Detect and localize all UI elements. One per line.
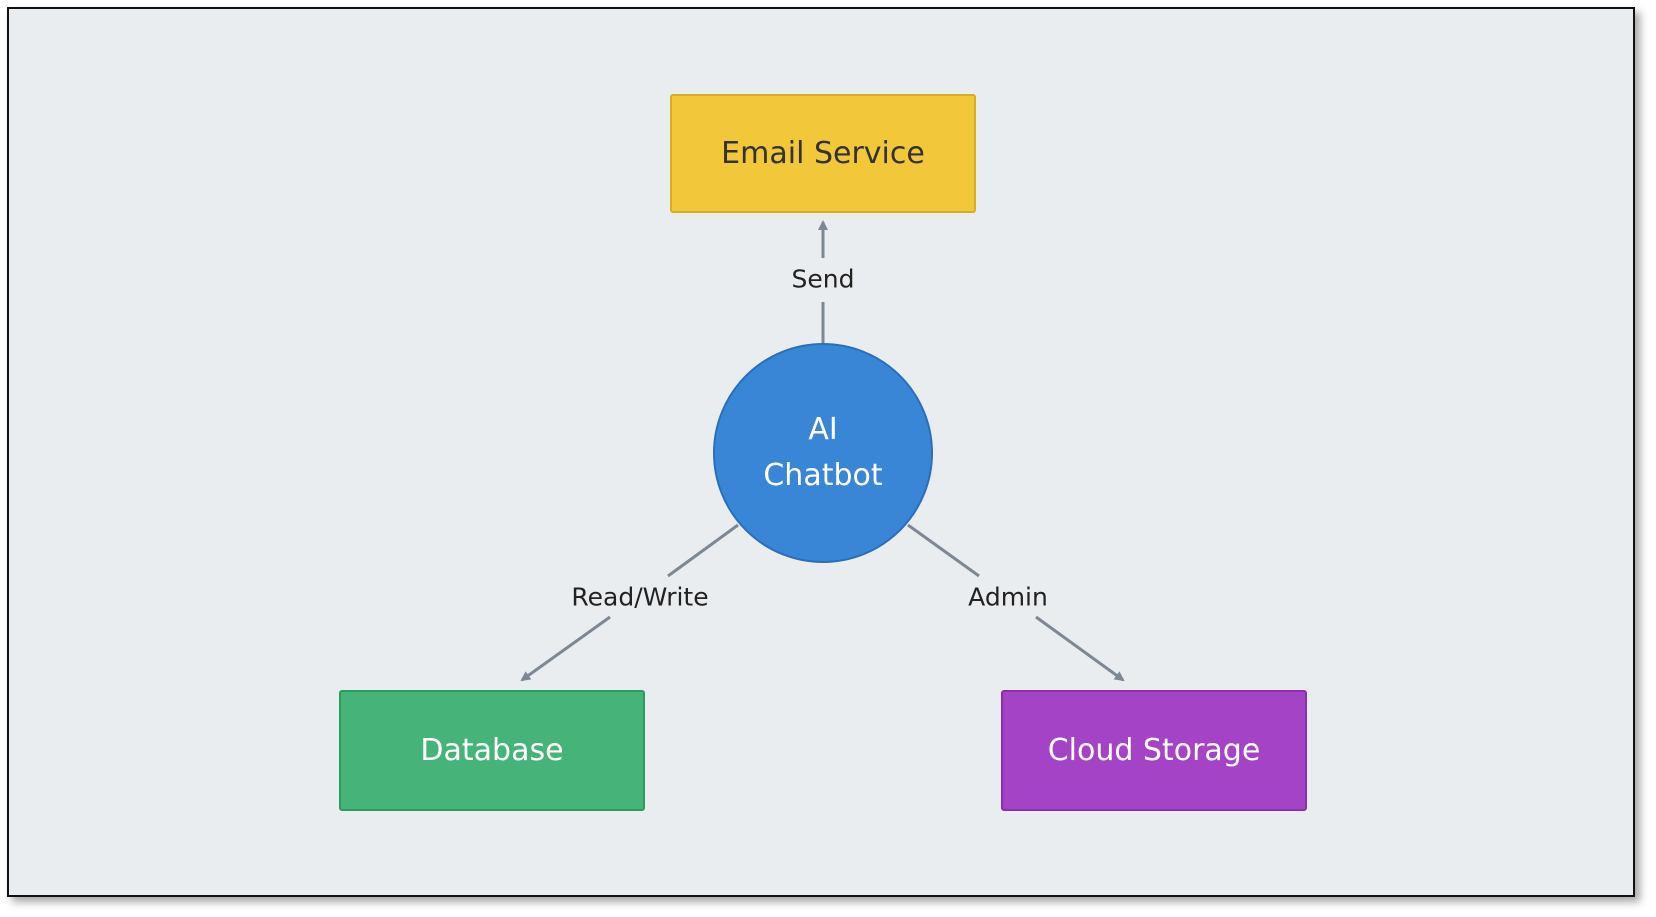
node-ai-chatbot-label-line2: Chatbot [763, 458, 883, 493]
node-email-service[interactable]: Email Service [670, 94, 976, 213]
edge-label-admin: Admin [964, 582, 1052, 612]
edge-readwrite-arrow [520, 615, 611, 682]
node-database-label: Database [420, 733, 564, 768]
node-ai-chatbot-label-line1: AI [808, 412, 838, 447]
node-email-service-label: Email Service [721, 136, 925, 171]
edge-admin-line [907, 523, 980, 578]
edge-label-read-write: Read/Write [567, 582, 713, 612]
node-ai-chatbot[interactable]: AI Chatbot [713, 343, 933, 563]
edge-readwrite-line [667, 523, 739, 578]
edge-label-send: Send [787, 264, 859, 294]
edge-admin-arrow [1035, 615, 1125, 682]
node-cloud-storage[interactable]: Cloud Storage [1001, 690, 1307, 811]
node-cloud-storage-label: Cloud Storage [1047, 733, 1261, 768]
node-database[interactable]: Database [339, 690, 645, 811]
